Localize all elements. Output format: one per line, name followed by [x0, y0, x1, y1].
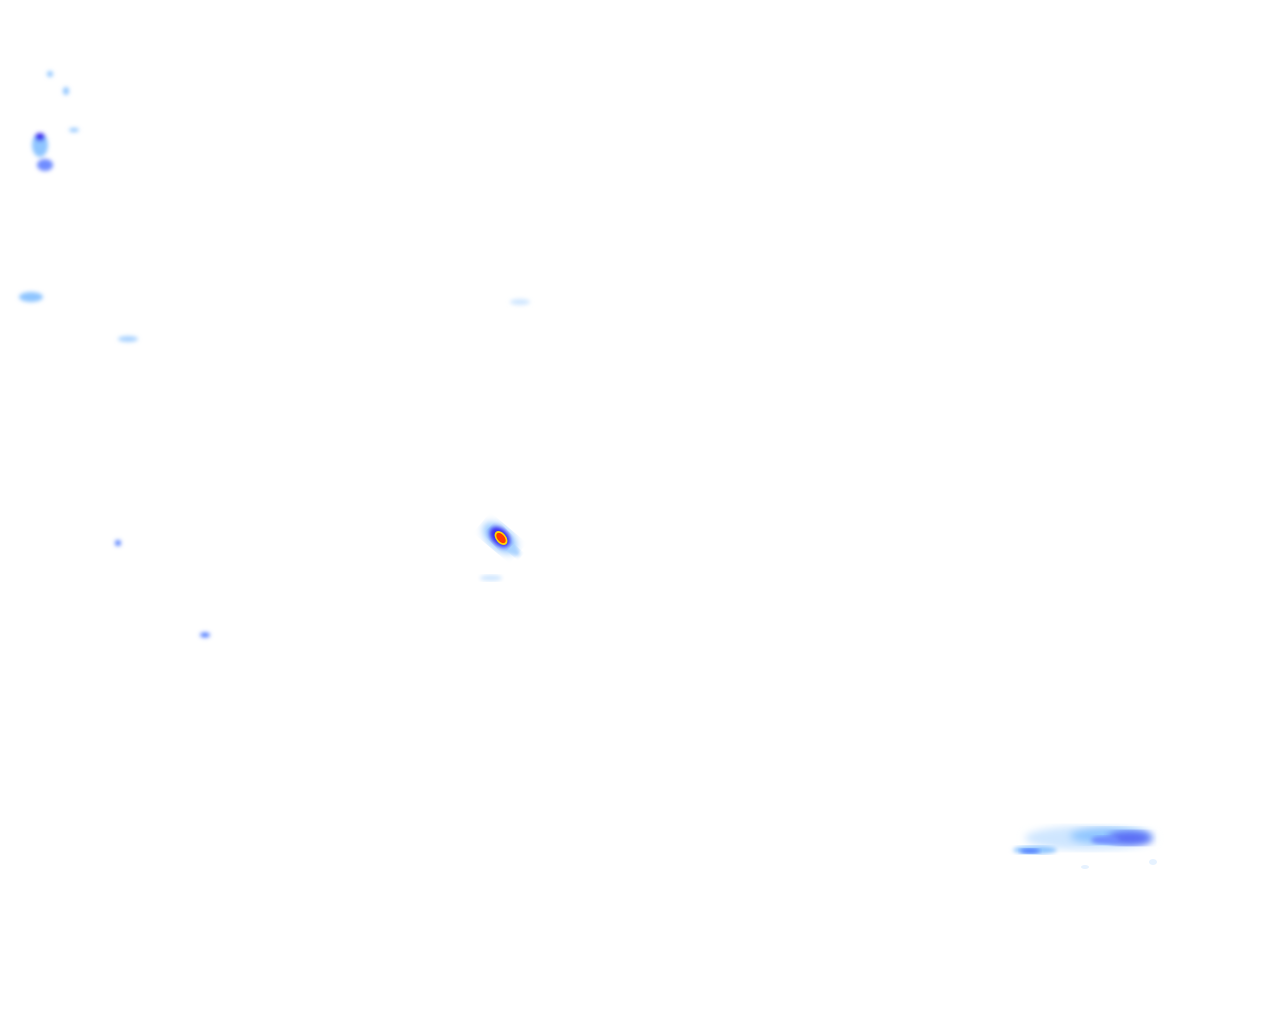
storm-cell-center	[480, 522, 521, 581]
rain-band-bottom-right	[1013, 826, 1157, 869]
cell-top-left	[32, 71, 79, 171]
cell-left-mid	[19, 292, 530, 638]
